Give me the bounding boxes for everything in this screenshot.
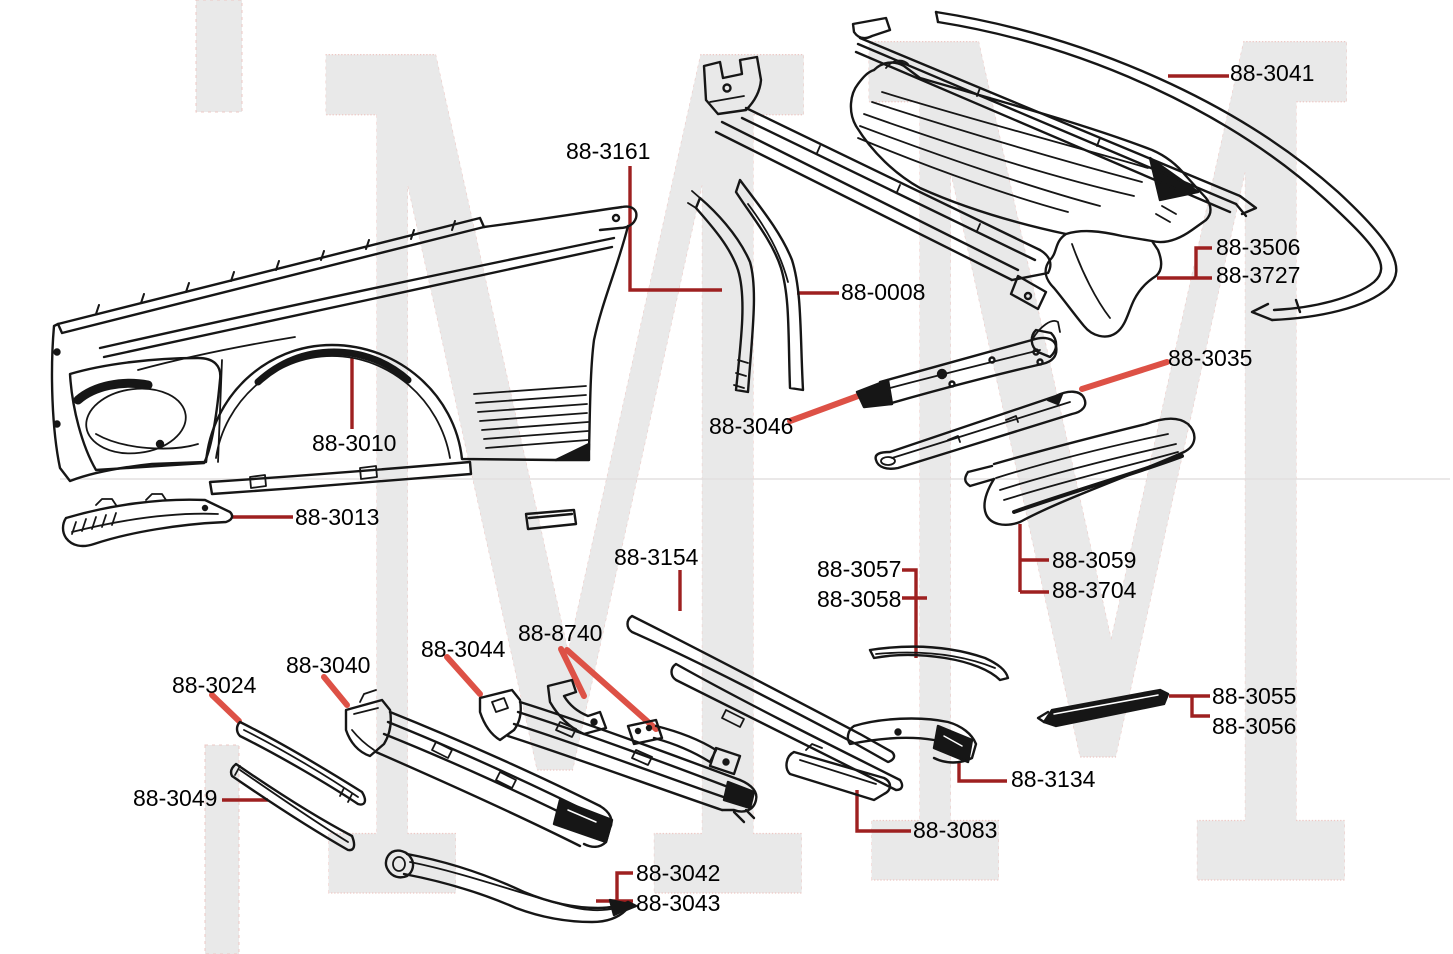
watermark-letter-m-right: M [843, 0, 1373, 954]
part-label-88-3506: 88-3506 [1216, 234, 1301, 260]
part-bumper-88-3040 [344, 689, 614, 848]
leader-88-3024 [209, 692, 242, 724]
leader-88-3057-3058 [902, 568, 927, 658]
part-label-88-3058: 88-3058 [817, 586, 902, 612]
part-label-88-0008: 88-0008 [841, 279, 926, 305]
part-door-molding-88-3035 [874, 390, 1087, 470]
leader-88-3083 [855, 790, 911, 833]
part-sill-bar-88-3046 [855, 320, 1061, 409]
part-molding-88-3013 [61, 493, 234, 548]
part-label-88-3704: 88-3704 [1052, 577, 1137, 603]
part-corner-molding-88-3134 [846, 717, 978, 764]
part-label-88-3134: 88-3134 [1011, 766, 1096, 792]
part-label-88-3057: 88-3057 [817, 556, 902, 582]
part-label-88-3056: 88-3056 [1212, 713, 1297, 739]
leader-88-8740-b [564, 647, 659, 732]
part-label-88-3049: 88-3049 [133, 785, 218, 811]
part-pillar-trim-88-0008 [734, 178, 805, 392]
part-bracket-88-3083 [785, 743, 892, 802]
part-label-88-3727: 88-3727 [1216, 262, 1301, 288]
part-label-88-3083: 88-3083 [913, 817, 998, 843]
part-label-88-3035: 88-3035 [1168, 345, 1253, 371]
part-label-88-3041: 88-3041 [1230, 60, 1315, 86]
part-label-88-3161: 88-3161 [566, 138, 651, 164]
part-strip-88-3024 [235, 720, 367, 806]
part-rocker-molding-88-3059-3704 [964, 417, 1196, 526]
leader-88-3506-3727 [1157, 246, 1212, 280]
part-brackets-88-8740 [546, 678, 742, 776]
part-fender-88-3010 [50, 205, 638, 531]
part-label-88-8740: 88-8740 [518, 620, 603, 646]
part-label-88-3046: 88-3046 [709, 413, 794, 439]
part-strip-88-3057-3058 [868, 645, 1010, 682]
part-label-88-3043: 88-3043 [636, 890, 721, 916]
leader-88-3035 [1079, 359, 1170, 392]
part-label-88-3010: 88-3010 [312, 430, 397, 456]
leader-88-3055-3056 [1169, 694, 1210, 718]
part-label-88-3024: 88-3024 [172, 672, 257, 698]
part-bar-88-3055-3056 [1036, 688, 1170, 728]
line-art [50, 10, 1398, 924]
leader-lines-bright [209, 359, 1170, 732]
part-label-88-3059: 88-3059 [1052, 547, 1137, 573]
leader-88-3040 [321, 674, 350, 708]
leader-88-8740-a [558, 646, 587, 699]
part-bumper-88-3044 [478, 688, 758, 824]
part-label-88-3013: 88-3013 [295, 504, 380, 530]
part-label-88-3055: 88-3055 [1212, 683, 1297, 709]
part-label-88-3040: 88-3040 [286, 652, 371, 678]
part-roof-molding-88-3041 [934, 10, 1398, 322]
part-guard-88-3042-3043 [384, 849, 638, 924]
part-label-88-3154: 88-3154 [614, 544, 699, 570]
part-label-88-3044: 88-3044 [421, 636, 506, 662]
part-strip-88-3049 [229, 762, 356, 852]
part-strip-88-3154 [626, 614, 904, 792]
leader-88-3134 [957, 762, 1007, 783]
part-pillar-trim-88-3161 [687, 190, 756, 394]
part-windshield-upper-strip [851, 16, 1258, 218]
leader-88-3044 [444, 654, 483, 697]
leader-88-3046 [787, 393, 861, 424]
leader-88-3059-3704 [1018, 524, 1049, 594]
part-label-88-3042: 88-3042 [636, 860, 721, 886]
leader-lines-dark [222, 74, 1229, 903]
